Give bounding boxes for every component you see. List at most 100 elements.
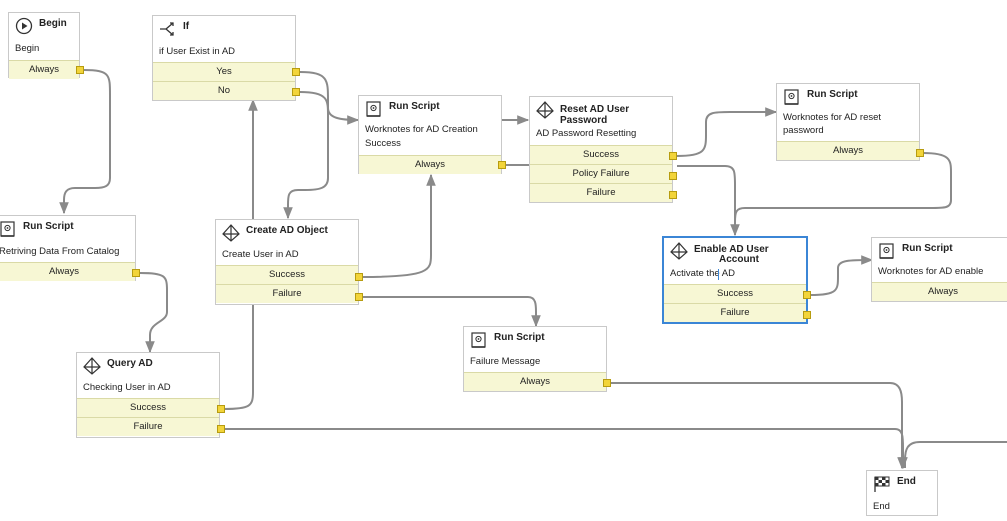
activity-description: Worknotes for AD reset [783, 112, 882, 123]
wire-if-no-to-create-ad [283, 91, 329, 220]
activity-description: if User Exist in AD [159, 46, 236, 57]
activity-description: Checking User in AD [83, 382, 171, 393]
text-cursor [718, 269, 719, 280]
activity-title: Run Script [23, 221, 74, 232]
wire-enable-success-to-enable-script [809, 255, 874, 296]
wire-begin-to-catalog [59, 69, 111, 215]
condition-success[interactable]: Success [664, 284, 806, 303]
output-port-failure[interactable] [217, 425, 225, 433]
output-port[interactable] [916, 149, 924, 157]
activity-description: Begin [15, 43, 40, 54]
output-port-success[interactable] [669, 152, 677, 160]
wire-reset-script-to-enable [734, 152, 952, 223]
condition-always[interactable]: Always [872, 282, 1007, 301]
script-scroll-icon [784, 89, 799, 105]
script-scroll-icon [879, 243, 894, 259]
activity-title: Run Script [807, 89, 858, 100]
activity-description-line2: Success [365, 138, 401, 149]
condition-failure[interactable]: Failure [664, 303, 806, 322]
output-port[interactable] [603, 379, 611, 387]
branch-icon [160, 22, 174, 36]
script-scroll-icon [0, 221, 15, 237]
condition-always[interactable]: Always [0, 262, 135, 281]
wire-query-success-to-if [223, 98, 258, 410]
ad-pyramid-icon [83, 357, 101, 375]
activity-run-script-catalog[interactable]: Run Script Retriving Data From Catalog A… [0, 215, 136, 281]
activity-title: Begin [39, 18, 67, 29]
ad-pyramid-icon [670, 242, 688, 260]
activity-title: Enable AD User [694, 244, 769, 255]
activity-title-line2: Password [560, 115, 608, 126]
activity-description: Create User in AD [222, 249, 299, 260]
activity-description-line2: password [783, 125, 824, 136]
condition-always[interactable]: Always [777, 141, 919, 160]
activity-description: Retriving Data From Catalog [0, 246, 120, 257]
activity-description: Failure Message [470, 356, 541, 367]
activity-title: Run Script [902, 243, 953, 254]
condition-yes[interactable]: Yes [153, 62, 295, 81]
activity-end[interactable]: End End [866, 470, 938, 516]
activity-description: End [873, 501, 890, 512]
activity-reset-ad-password[interactable]: Reset AD User Password AD Password Reset… [529, 96, 673, 203]
condition-failure[interactable]: Failure [77, 417, 219, 436]
output-port[interactable] [498, 161, 506, 169]
wire-reset-success-to-reset-script [676, 107, 778, 157]
condition-success[interactable]: Success [530, 145, 672, 164]
activity-description: Activate the AD [670, 268, 735, 279]
output-port[interactable] [132, 269, 140, 277]
activity-title-line2: Account [719, 254, 759, 265]
condition-always[interactable]: Always [9, 60, 79, 79]
wire-create-success-to-creation-script [362, 173, 436, 278]
output-port-failure[interactable] [355, 293, 363, 301]
output-port-success[interactable] [217, 405, 225, 413]
activity-enable-ad-account[interactable]: Enable AD User Account Activate the AD S… [662, 236, 808, 324]
condition-always[interactable]: Always [359, 155, 501, 174]
output-port-no[interactable] [292, 88, 300, 96]
ad-pyramid-icon [222, 224, 240, 242]
condition-policy-failure[interactable]: Policy Failure [530, 164, 672, 183]
output-port-success[interactable] [355, 273, 363, 281]
output-port-failure[interactable] [803, 311, 811, 319]
condition-no[interactable]: No [153, 81, 295, 100]
activity-description: AD Password Resetting [536, 128, 637, 139]
activity-query-ad[interactable]: Query AD Checking User in AD Success Fai… [76, 352, 220, 438]
wire-catalog-to-query [139, 272, 168, 354]
activity-begin[interactable]: Begin Begin Always [8, 12, 80, 79]
wire-query-failure-to-end [224, 428, 908, 470]
activity-title: Query AD [107, 358, 153, 369]
activity-description: Worknotes for AD Creation [365, 124, 478, 135]
activity-create-ad-object[interactable]: Create AD Object Create User in AD Succe… [215, 219, 359, 305]
activity-title: Run Script [494, 332, 545, 343]
activity-description: Worknotes for AD enable [878, 266, 984, 277]
condition-failure[interactable]: Failure [216, 284, 358, 303]
activity-title: End [897, 476, 916, 487]
wire-if-yes-to-creation-script [299, 71, 360, 125]
output-port-policy-failure[interactable] [669, 172, 677, 180]
output-port-yes[interactable] [292, 68, 300, 76]
activity-run-script-enable[interactable]: Run Script Worknotes for AD enable Alway… [871, 237, 1007, 302]
play-circle-icon [15, 17, 33, 35]
output-port-failure[interactable] [669, 191, 677, 199]
condition-failure[interactable]: Failure [530, 183, 672, 202]
output-port-success[interactable] [803, 291, 811, 299]
ad-pyramid-icon [536, 101, 554, 119]
activity-run-script-creation[interactable]: Run Script Worknotes for AD Creation Suc… [358, 95, 502, 174]
wire-reset-policy-to-enable [677, 165, 740, 237]
checkered-flag-icon [874, 476, 890, 492]
activity-run-script-failure[interactable]: Run Script Failure Message Always [463, 326, 607, 392]
output-port[interactable] [76, 66, 84, 74]
activity-title: Reset AD User [560, 104, 630, 115]
activity-title: Create AD Object [246, 225, 328, 236]
condition-always[interactable]: Always [464, 372, 606, 391]
condition-success[interactable]: Success [216, 265, 358, 284]
wire-create-failure-to-failure-script [363, 296, 541, 328]
activity-if[interactable]: If if User Exist in AD Yes No [152, 15, 296, 101]
script-scroll-icon [471, 332, 486, 348]
activity-run-script-reset[interactable]: Run Script Worknotes for AD reset passwo… [776, 83, 920, 161]
wire-offscreen-to-end [904, 441, 1007, 468]
activity-title: If [183, 21, 190, 32]
script-scroll-icon [366, 101, 381, 117]
condition-success[interactable]: Success [77, 398, 219, 417]
wire-failure-script-to-end [610, 382, 907, 470]
